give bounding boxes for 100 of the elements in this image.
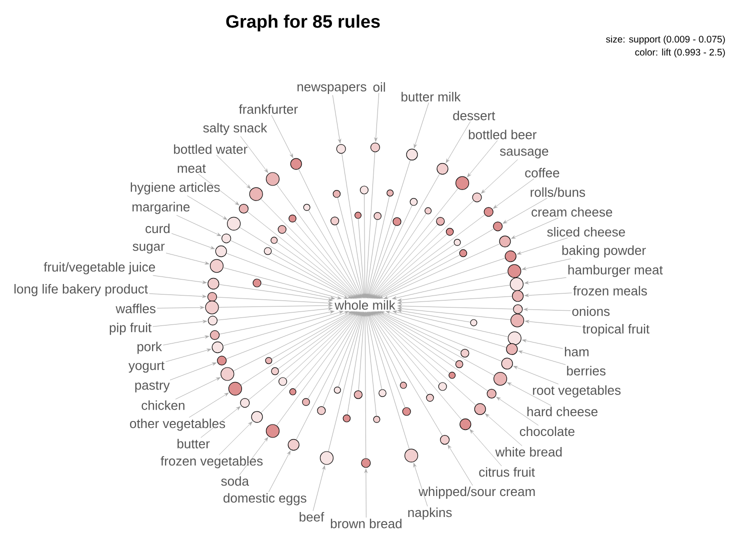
rule-circle (222, 234, 232, 244)
arrow (216, 154, 251, 189)
item-label: root vegetables (533, 385, 621, 398)
arrow (148, 293, 206, 298)
item-label: frankfurter (238, 104, 298, 114)
arrow (370, 188, 458, 298)
arrow (218, 422, 252, 456)
arrow (370, 312, 462, 420)
arrow (481, 159, 518, 194)
arrow (268, 450, 291, 492)
rule-circle (205, 300, 219, 314)
rule-circle (360, 186, 368, 194)
rule-circle (436, 163, 448, 175)
rule-circle (266, 172, 280, 186)
arrow (365, 220, 378, 298)
item-label: bottled beer (468, 130, 536, 140)
rule-circle (240, 398, 250, 408)
rule-circle (508, 264, 522, 278)
rule-circle (317, 406, 326, 415)
arrow (467, 140, 498, 178)
item-label: margarine (132, 202, 190, 214)
rule-circle (361, 458, 371, 468)
arrow (374, 214, 486, 299)
arrow (152, 275, 207, 284)
arrow (518, 350, 566, 365)
rule-circle (472, 192, 482, 202)
arrow (239, 227, 355, 299)
rule-circle (278, 377, 288, 386)
rule-circle (410, 198, 418, 206)
arrow (374, 311, 488, 392)
legend-text: color: lift (0.993 - 2.5) (635, 48, 725, 58)
arrow (271, 311, 354, 360)
item-label: hygiene articles (130, 182, 220, 194)
item-label: berries (567, 366, 606, 376)
arrow (364, 312, 367, 458)
arrow (286, 312, 358, 379)
item-label: beef (300, 512, 324, 522)
rule-circle (266, 424, 280, 438)
arrow (373, 312, 450, 374)
rule-circle (227, 216, 241, 230)
item-label: waffles (116, 304, 156, 314)
item-label: butter milk (402, 92, 461, 102)
arrow (166, 252, 210, 265)
arrow (270, 252, 354, 299)
arrow (372, 234, 448, 298)
rule-circle (460, 418, 472, 430)
arrow (285, 232, 358, 298)
arrow (298, 168, 362, 298)
arrow (371, 312, 440, 384)
arrow (294, 221, 360, 298)
arrow (374, 92, 380, 142)
rule-circle (354, 390, 362, 399)
arrow (414, 102, 430, 148)
arrow (493, 178, 534, 209)
rule-circle (455, 360, 464, 368)
item-label: hamburger meat (568, 264, 663, 278)
rule-circle (440, 435, 450, 445)
arrow (522, 258, 571, 270)
item-label: sugar (132, 244, 165, 254)
rule-circle (302, 398, 310, 406)
arrow (368, 312, 443, 436)
arrow (217, 307, 332, 320)
arrow (218, 304, 332, 308)
arrow (367, 225, 396, 298)
rule-circle (374, 212, 382, 220)
rule-circle (207, 292, 218, 302)
item-label: pastry (135, 381, 170, 392)
arrow (222, 310, 344, 346)
arrow (308, 312, 361, 399)
arrow (392, 310, 508, 338)
arrow (392, 272, 508, 300)
arrow (511, 218, 559, 239)
arrow (322, 312, 362, 407)
rule-circle (512, 290, 524, 302)
arrow (379, 244, 500, 299)
rule-circle (406, 148, 418, 160)
item-label: chicken (142, 400, 184, 410)
item-label: tropical fruit (582, 324, 650, 336)
item-label: pip fruit (110, 322, 152, 335)
arrow (524, 308, 571, 311)
item-label: long life bakery product (14, 284, 148, 296)
rule-circle (249, 187, 263, 201)
arrow (446, 121, 471, 163)
arrow (188, 392, 229, 418)
item-label: sausage (500, 148, 548, 158)
item-label: pork (138, 342, 162, 354)
arrow (370, 224, 438, 298)
arrow (312, 466, 326, 512)
item-label: brown bread (330, 518, 402, 528)
rule-circle (506, 343, 518, 355)
rule-circle (501, 358, 513, 370)
item-label: dessert (453, 110, 496, 120)
item-label: white bread (495, 447, 562, 457)
arrow (364, 312, 377, 416)
arrow (376, 228, 494, 299)
rule-circle (330, 216, 340, 226)
arrow (375, 311, 456, 362)
arrow (372, 312, 476, 406)
item-label: curd (146, 224, 170, 234)
arrow (366, 312, 410, 450)
